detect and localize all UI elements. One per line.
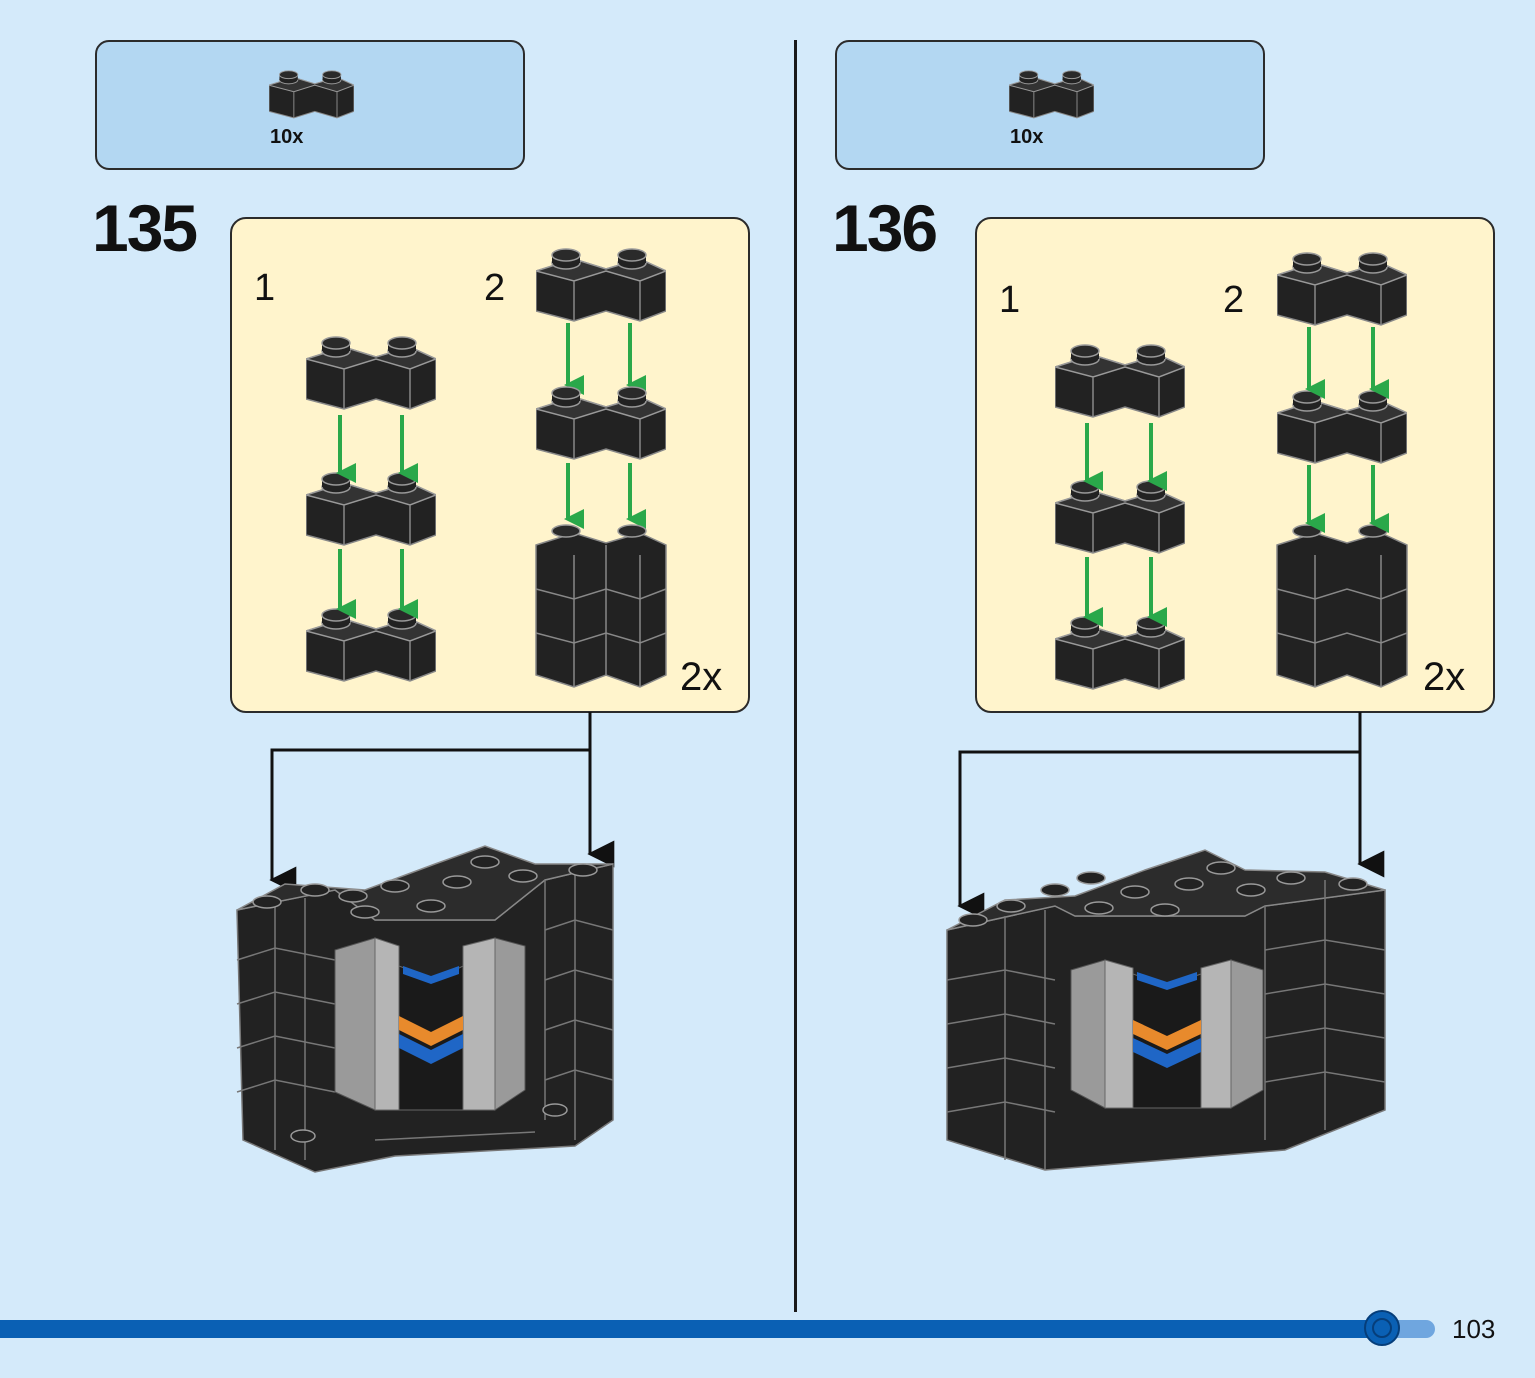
subassembly-box-136: 1 2 2x [975, 217, 1495, 713]
progress-knob-icon [1364, 1310, 1400, 1346]
parts-callout-135: 10x [95, 40, 525, 170]
page-divider [794, 40, 797, 1312]
sub-step-label: 1 [999, 279, 1021, 321]
progress-bar [0, 1320, 1400, 1338]
step-number: 135 [92, 191, 198, 265]
subassembly-box-135: 1 2 2x [230, 217, 750, 713]
progress-knob-ring [1372, 1318, 1392, 1338]
castle-model-136 [946, 849, 1386, 1171]
multiplier-label: 2x [1423, 655, 1466, 699]
stacked-bricks-icon [535, 524, 667, 688]
black-arrow-icon [957, 712, 1385, 920]
step-number: 136 [832, 191, 938, 265]
parts-callout-136: 10x [835, 40, 1265, 170]
black-arrow-icon [269, 712, 615, 894]
green-arrow-icon [336, 323, 646, 619]
sub-step-label: 2 [484, 267, 506, 309]
castle-model-135 [236, 845, 614, 1173]
sub-step-label: 2 [1223, 279, 1245, 321]
multiplier-label: 2x [680, 655, 723, 699]
parts-count: 10x [270, 126, 304, 148]
page-number: 103 [1452, 1314, 1496, 1344]
green-arrow-icon [1083, 327, 1389, 627]
sub-step-label: 1 [254, 267, 276, 309]
parts-count: 10x [1010, 126, 1044, 148]
